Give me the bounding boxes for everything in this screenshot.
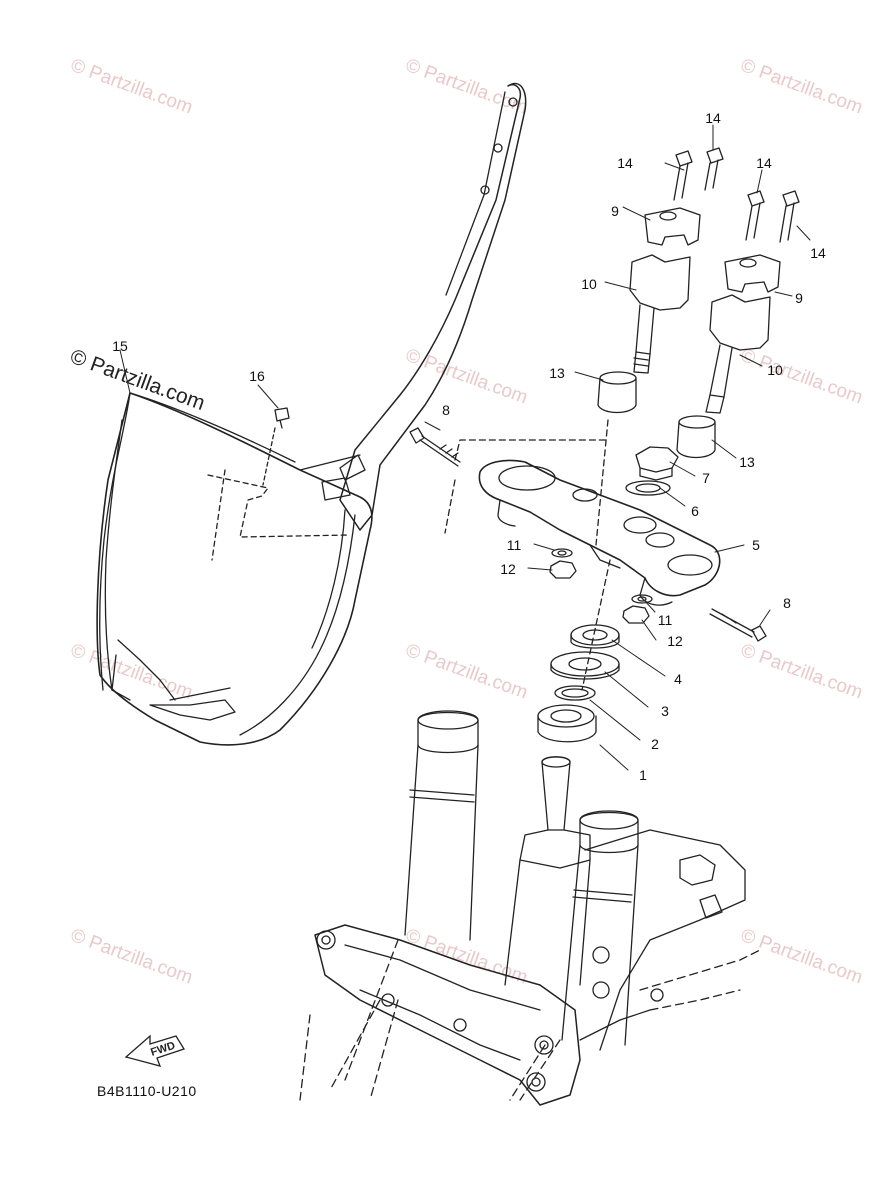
callout-10-right: 10 xyxy=(767,362,783,378)
frame-head-pipe xyxy=(579,829,761,1051)
callout-6: 6 xyxy=(691,503,699,519)
callout-9-left: 9 xyxy=(611,203,619,219)
leader-lines xyxy=(119,124,811,771)
callout-11-left: 11 xyxy=(506,537,522,553)
pinch-bolt-right xyxy=(709,608,767,642)
callout-16: 16 xyxy=(249,368,265,384)
handlebar-holder-upper-left xyxy=(644,207,701,246)
diagram-code: B4B1110-U210 xyxy=(97,1083,197,1099)
fork-tube-left xyxy=(299,710,479,1101)
holder-bolt-3 xyxy=(745,190,765,241)
callout-7: 7 xyxy=(702,470,710,486)
callout-3: 3 xyxy=(661,703,669,719)
callout-14-b: 14 xyxy=(617,155,633,171)
steering-stem xyxy=(504,756,591,986)
callout-13-left: 13 xyxy=(549,365,565,381)
callout-15: 15 xyxy=(112,338,128,354)
lower-bracket xyxy=(314,924,581,1106)
centre-line-left-holder xyxy=(595,419,609,546)
fork-tube-right xyxy=(509,810,639,1101)
washer xyxy=(625,480,671,496)
pinch-bolt-left xyxy=(409,427,461,467)
callout-14-a: 14 xyxy=(705,110,721,126)
handlebar-holder-upper-right xyxy=(724,254,781,293)
holder-bolt-2 xyxy=(704,147,724,191)
callout-2: 2 xyxy=(651,736,659,752)
number-plate xyxy=(96,392,373,746)
upper-bracket xyxy=(478,459,721,606)
holder-bolt-1 xyxy=(673,150,693,201)
callout-13-right: 13 xyxy=(739,454,755,470)
washer-right xyxy=(631,594,653,604)
handlebar-holder-lower-left xyxy=(629,254,691,374)
damper-left xyxy=(597,371,637,414)
callout-12-left: 12 xyxy=(500,561,516,577)
fwd-arrow-icon: FWD xyxy=(124,1034,185,1067)
callout-8-right: 8 xyxy=(783,595,791,611)
nut-right xyxy=(622,605,650,624)
plate-stay xyxy=(299,82,527,531)
callout-14-d: 14 xyxy=(810,245,826,261)
steering-stem-nut xyxy=(635,446,679,481)
callout-8-left: 8 xyxy=(442,402,450,418)
ring-nut xyxy=(570,624,620,649)
dust-seal xyxy=(554,685,596,701)
callout-1: 1 xyxy=(639,767,647,783)
callout-10-left: 10 xyxy=(581,276,597,292)
callout-5: 5 xyxy=(752,537,760,553)
nut-left xyxy=(549,560,577,579)
damper-right xyxy=(676,415,716,459)
holder-bolt-4 xyxy=(779,190,800,243)
callout-9-right: 9 xyxy=(795,290,803,306)
callout-14-c: 14 xyxy=(756,155,772,171)
handlebar-holder-lower-right xyxy=(705,294,771,414)
callout-12-right: 12 xyxy=(667,633,683,649)
callout-4: 4 xyxy=(674,671,682,687)
plate-bolt xyxy=(262,407,290,486)
callout-11-right: 11 xyxy=(657,612,673,628)
washer-left xyxy=(551,548,573,558)
bearing xyxy=(537,704,597,743)
